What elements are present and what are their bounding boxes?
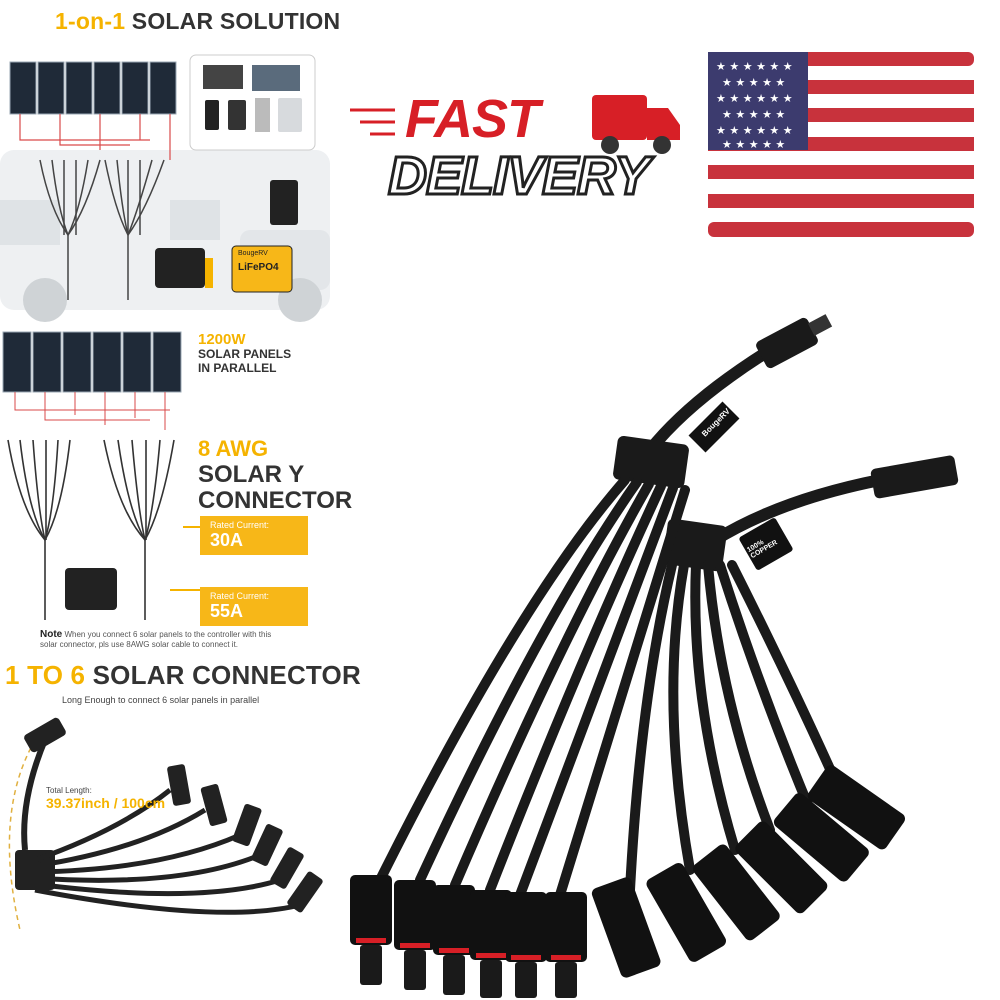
rated-1-value: 30A [210, 530, 244, 550]
connectors-middle [7, 439, 175, 620]
wiring-middle [14, 392, 170, 430]
svg-text:★ ★ ★ ★ ★: ★ ★ ★ ★ ★ [722, 76, 785, 89]
connector-coil [8, 717, 323, 931]
battery-brand: BougeRV [238, 250, 268, 257]
connector-line2: CONNECTOR [198, 487, 353, 514]
rated-current-badge-55a: Rated Current: 55A [200, 587, 308, 626]
total-length-value: 39.37inch / 100cm [46, 795, 166, 811]
appliances-box [189, 54, 316, 151]
note: Note When you connect 6 solar panels to … [40, 630, 290, 650]
bottom-heading-prefix: 1 TO 6 [5, 660, 86, 690]
svg-text:★ ★ ★ ★ ★ ★: ★ ★ ★ ★ ★ ★ [716, 124, 793, 137]
battery [231, 245, 293, 293]
bottom-heading: 1 TO 6 SOLAR CONNECTOR [5, 660, 361, 691]
bottom-heading-rest: SOLAR CONNECTOR [92, 660, 361, 690]
rv-illustration [0, 150, 330, 322]
charge-controller-2 [65, 568, 117, 610]
rated-2-value: 55A [210, 601, 244, 621]
connector-line1: SOLAR Y [198, 461, 305, 488]
rated-1-caption: Rated Current: [210, 520, 270, 530]
connector-label: 8 AWG SOLAR Y CONNECTOR [198, 436, 352, 514]
rated-2-caption: Rated Current: [210, 591, 270, 601]
bottom-subheading: Long Enough to connect 6 solar panels in… [62, 695, 260, 705]
delivery-text: DELIVERY [386, 145, 651, 208]
top-heading-rest: SOLAR SOLUTION [131, 8, 341, 34]
total-length: Total Length: 39.37inch / 100cm [46, 786, 165, 811]
top-heading-prefix: 1-on-1 [55, 8, 126, 34]
connector-awg: 8 AWG [198, 436, 269, 461]
note-label: Note [40, 629, 63, 640]
solar-panels-middle [2, 331, 182, 393]
product-connector-photo [350, 314, 959, 998]
charge-controller [155, 248, 205, 288]
svg-text:★ ★ ★ ★ ★ ★: ★ ★ ★ ★ ★ ★ [716, 60, 793, 73]
battery-label: LiFePO4 [238, 262, 279, 273]
panels-line1: SOLAR PANELS [198, 347, 292, 361]
solar-panels-top [9, 61, 177, 115]
top-heading: 1-on-1 SOLAR SOLUTION [55, 8, 340, 35]
us-flag: ★ ★ ★ ★ ★ ★ ★ ★ ★ ★ ★ ★ ★ ★ ★ ★ ★ ★ ★ ★ … [708, 52, 974, 237]
fast-text: FAST [405, 89, 540, 149]
panels-line2: IN PARALLEL [198, 361, 277, 375]
panels-label: 1200W SOLAR PANELS IN PARALLEL [198, 331, 292, 375]
truck-icon [350, 95, 680, 154]
panels-watt: 1200W [198, 331, 246, 348]
svg-text:★ ★ ★ ★ ★: ★ ★ ★ ★ ★ [722, 138, 785, 151]
rated-current-badge-30a: Rated Current: 30A [200, 516, 308, 555]
svg-text:★ ★ ★ ★ ★ ★: ★ ★ ★ ★ ★ ★ [716, 92, 793, 105]
wiring-top [19, 114, 171, 160]
total-length-caption: Total Length: [46, 786, 92, 795]
svg-text:★ ★ ★ ★ ★: ★ ★ ★ ★ ★ [722, 108, 785, 121]
note-text: When you connect 6 solar panels to the c… [40, 630, 272, 649]
connectors-top [39, 159, 165, 300]
